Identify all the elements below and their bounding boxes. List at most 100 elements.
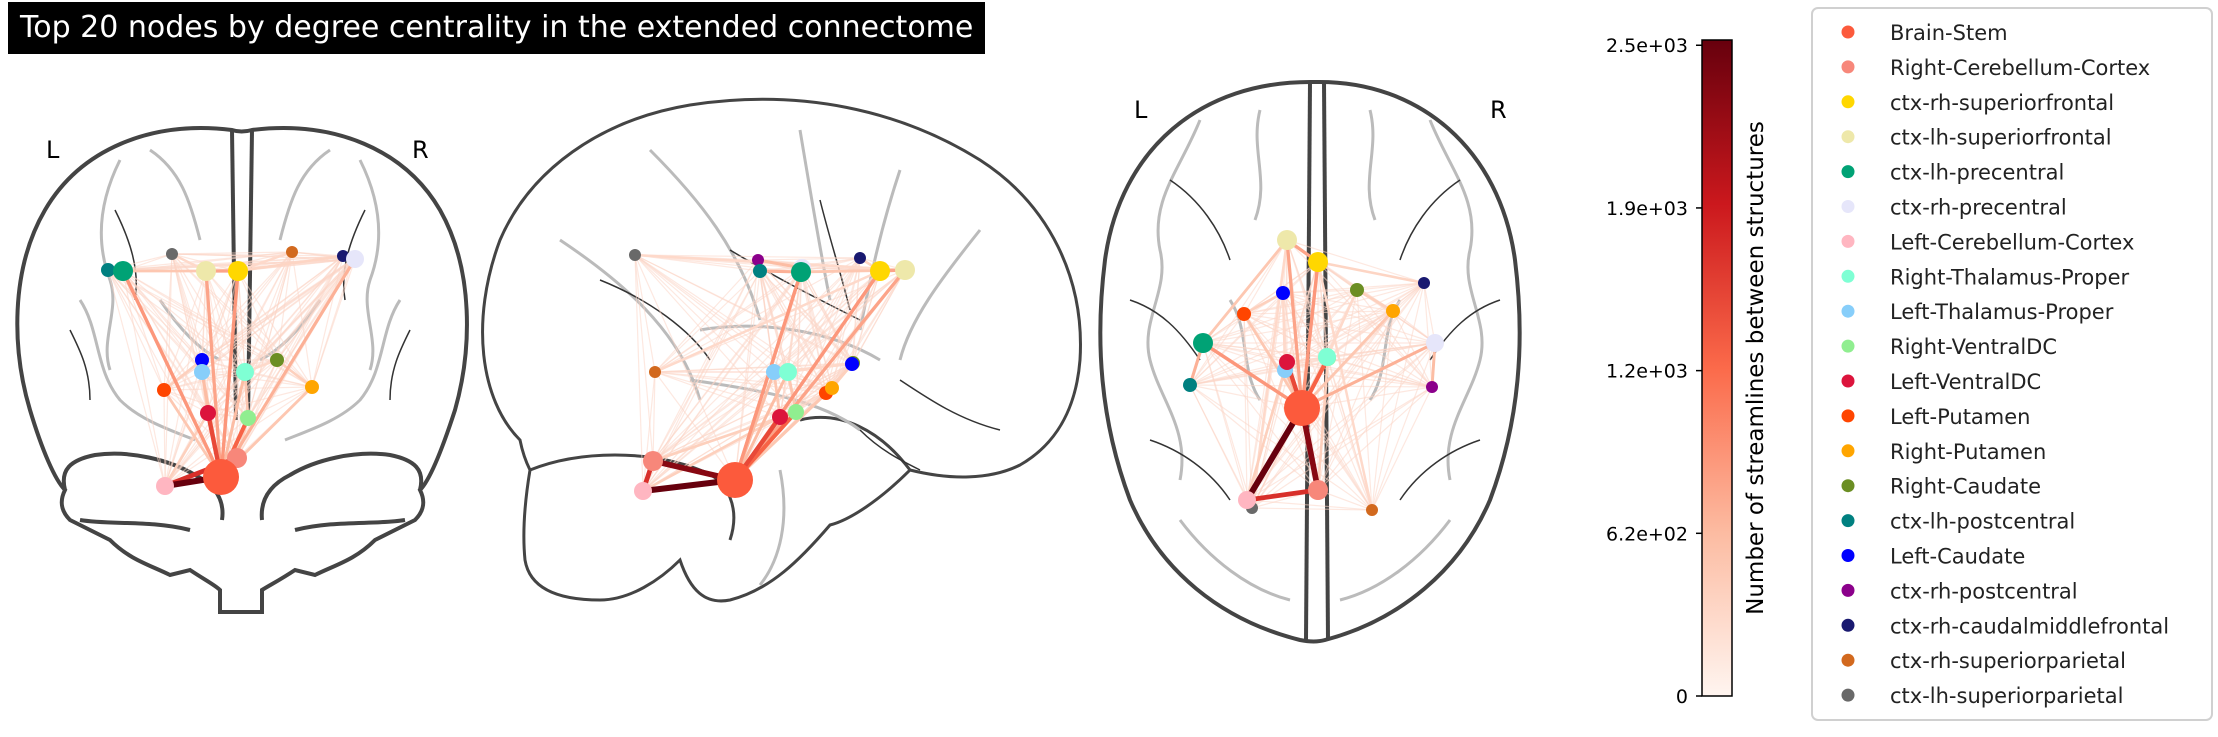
colorbar-label: Number of streamlines between structures (1743, 121, 1769, 615)
connection-edge (1316, 260, 1426, 285)
faint-connection (1189, 282, 1425, 386)
connection-edge (1300, 341, 1437, 410)
faint-connection (634, 254, 853, 365)
faint-connection (164, 417, 249, 487)
node (203, 459, 239, 495)
faint-connection (247, 251, 293, 419)
node (629, 249, 641, 261)
faint-connection (171, 253, 344, 257)
node (1276, 286, 1290, 300)
legend-marker (1841, 583, 1855, 597)
node (346, 250, 364, 268)
legend-box (1811, 7, 2213, 721)
node (854, 252, 866, 264)
legend-marker (1841, 688, 1855, 702)
colorbar-tick-label: 1.9e+03 (1606, 198, 1688, 220)
faint-connection (1251, 310, 1394, 509)
node (195, 353, 209, 367)
faint-connection (163, 270, 239, 391)
faint-connection (1246, 292, 1284, 501)
legend-label: Left-Putamen (1890, 405, 2030, 429)
faint-connection (1246, 499, 1373, 511)
legend-label: ctx-rh-postcentral (1890, 579, 2078, 603)
node (228, 261, 248, 281)
node (717, 462, 753, 498)
faint-connection (652, 257, 861, 462)
node (643, 451, 663, 471)
faint-connection (207, 386, 313, 414)
faint-connection (1243, 282, 1425, 315)
faint-connection (237, 270, 313, 388)
legend-marker (1841, 200, 1855, 213)
node (791, 262, 811, 282)
connection-edge (1285, 238, 1304, 410)
faint-connection (634, 254, 761, 272)
legend-marker (1841, 25, 1855, 39)
faint-connection (220, 251, 293, 478)
legend-label: ctx-rh-caudalmiddlefrontal (1890, 614, 2169, 638)
node (766, 364, 782, 380)
faint-connection (107, 269, 203, 361)
faint-connection (652, 259, 759, 462)
axial-view (1183, 230, 1444, 516)
faint-connection (201, 255, 344, 373)
faint-connection (1243, 313, 1253, 509)
faint-connection (1282, 292, 1373, 511)
faint-connection (642, 259, 759, 492)
legend-marker (1841, 165, 1855, 179)
faint-connection (122, 270, 313, 388)
faint-connection (1202, 310, 1394, 344)
faint-connection (1286, 239, 1425, 284)
node (1418, 277, 1430, 289)
faint-connection (1327, 282, 1425, 359)
faint-connection (1189, 384, 1319, 491)
connection-edge (219, 257, 357, 479)
connection-edge (1300, 260, 1320, 410)
faint-connection (759, 270, 853, 365)
node (200, 405, 216, 421)
faint-connection (652, 270, 761, 462)
faint-connection (163, 359, 278, 391)
faint-connection (1189, 292, 1284, 386)
node (194, 364, 210, 380)
faint-connection (1246, 386, 1433, 501)
legend-label: ctx-lh-precentral (1890, 161, 2064, 185)
connection-edge (1316, 356, 1330, 492)
faint-connection (652, 371, 775, 462)
faint-connection (851, 257, 861, 365)
connection-edge (204, 269, 223, 479)
faint-connection (1423, 282, 1433, 388)
connection-edge (1244, 487, 1321, 503)
faint-connection (164, 255, 344, 487)
faint-connection (654, 363, 853, 373)
faint-connection (757, 259, 853, 365)
faint-connection (247, 255, 344, 419)
faint-connection (652, 267, 803, 462)
faint-connection (1282, 292, 1433, 388)
faint-connection (654, 270, 761, 373)
faint-connection (1371, 282, 1425, 511)
node (166, 248, 178, 260)
faint-connection (164, 270, 207, 487)
legend-marker (1841, 549, 1855, 562)
colorbar-tick-label: 1.2e+03 (1606, 361, 1688, 383)
node (101, 263, 115, 277)
node (752, 254, 764, 266)
colorbar-tick-label: 2.5e+03 (1606, 35, 1688, 57)
node (1426, 334, 1444, 352)
faint-connection (1327, 357, 1373, 511)
connection-edge (121, 269, 223, 479)
faint-connection (634, 254, 736, 481)
faint-connection (1189, 357, 1329, 386)
node (870, 261, 890, 281)
faint-connection (652, 371, 656, 462)
node (270, 353, 284, 367)
node (1183, 378, 1197, 392)
faint-connection (311, 258, 354, 388)
faint-connection (773, 269, 906, 373)
node (634, 482, 652, 500)
faint-connection (163, 251, 293, 391)
connection-edge (236, 254, 345, 273)
faint-connection (201, 359, 313, 388)
